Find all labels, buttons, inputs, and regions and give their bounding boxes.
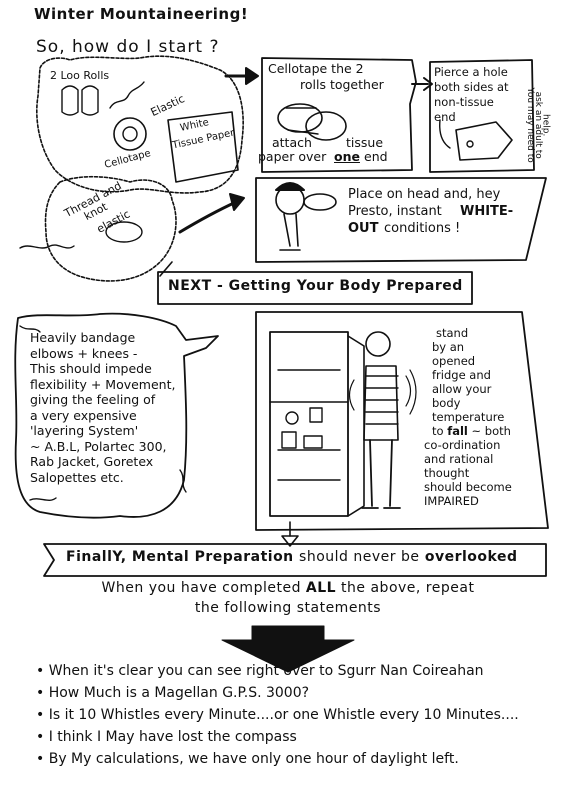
step3-line-2: both sides at bbox=[434, 80, 509, 94]
step3-line-3: non-tissue bbox=[434, 95, 494, 109]
fridge bbox=[269, 331, 349, 517]
statement-item: • By My calculations, we have only one h… bbox=[36, 751, 459, 767]
step5-conditions: conditions ! bbox=[384, 221, 461, 236]
statement-item: • Is it 10 Whistles every Minute....or o… bbox=[36, 707, 519, 723]
body-prep-text: Heavily bandage elbows + knees - This sh… bbox=[30, 330, 176, 485]
step2-end: end bbox=[364, 149, 388, 164]
statement-item: • How Much is a Magellan G.P.S. 3000? bbox=[36, 685, 310, 701]
when-line-2: the following statements bbox=[194, 600, 382, 616]
elastic-squiggle bbox=[109, 81, 145, 109]
finally-heading: FinallY, Mental Preparation should never… bbox=[66, 549, 518, 565]
fridge-box bbox=[255, 311, 549, 531]
next-box bbox=[157, 271, 473, 305]
roll-tag bbox=[455, 121, 513, 161]
step2-tissue: tissue bbox=[346, 135, 384, 150]
tape-roll bbox=[113, 117, 147, 151]
question-heading: So, how do I start ? bbox=[36, 37, 220, 57]
fridge-text: stand by an opened fridge and allow your… bbox=[424, 326, 512, 508]
body-prep-box bbox=[14, 312, 219, 519]
step3-line-1: Pierce a hole bbox=[434, 65, 508, 79]
step5-line-2: Presto, instant bbox=[348, 204, 442, 219]
step2-paper-over: paper over bbox=[258, 149, 327, 164]
step2-attach: attach bbox=[272, 135, 312, 150]
step5-line-1: Place on head and, hey bbox=[348, 187, 501, 202]
step3-side-note: You may need to ask an adult to help. bbox=[524, 87, 551, 163]
loo-rolls bbox=[61, 85, 99, 116]
big-down-arrow bbox=[221, 625, 355, 673]
step2-box bbox=[261, 57, 417, 173]
step3-line-4: end bbox=[434, 110, 456, 124]
arrow-2 bbox=[178, 200, 238, 234]
step4-bubble bbox=[44, 175, 177, 282]
next-heading: NEXT - Getting Your Body Prepared bbox=[168, 278, 463, 294]
step2-one: one bbox=[334, 149, 360, 164]
finally-banner bbox=[43, 543, 547, 577]
statement-item: • I think I May have lost the compass bbox=[36, 729, 297, 745]
step1-label-loo-rolls: 2 Loo Rolls bbox=[50, 69, 110, 82]
statement-list: • When it's clear you can see right over… bbox=[36, 660, 519, 770]
goggles-rolls bbox=[105, 221, 143, 243]
step5-out: OUT bbox=[348, 221, 379, 236]
fridge-door bbox=[347, 335, 365, 517]
step5-box bbox=[255, 177, 547, 263]
step2-line-1: Cellotape the 2 bbox=[268, 61, 364, 76]
step5-white: WHITE- bbox=[460, 204, 514, 219]
tissue-sheet bbox=[167, 111, 239, 183]
step2-line-2: rolls together bbox=[300, 77, 384, 92]
when-line-1: When you have completed ALL the above, r… bbox=[101, 580, 475, 596]
page-title: Winter Mountaineering! bbox=[34, 5, 249, 23]
shivering-person bbox=[365, 331, 391, 357]
statement-item: • When it's clear you can see right over… bbox=[36, 663, 484, 679]
step3-box bbox=[429, 59, 535, 173]
